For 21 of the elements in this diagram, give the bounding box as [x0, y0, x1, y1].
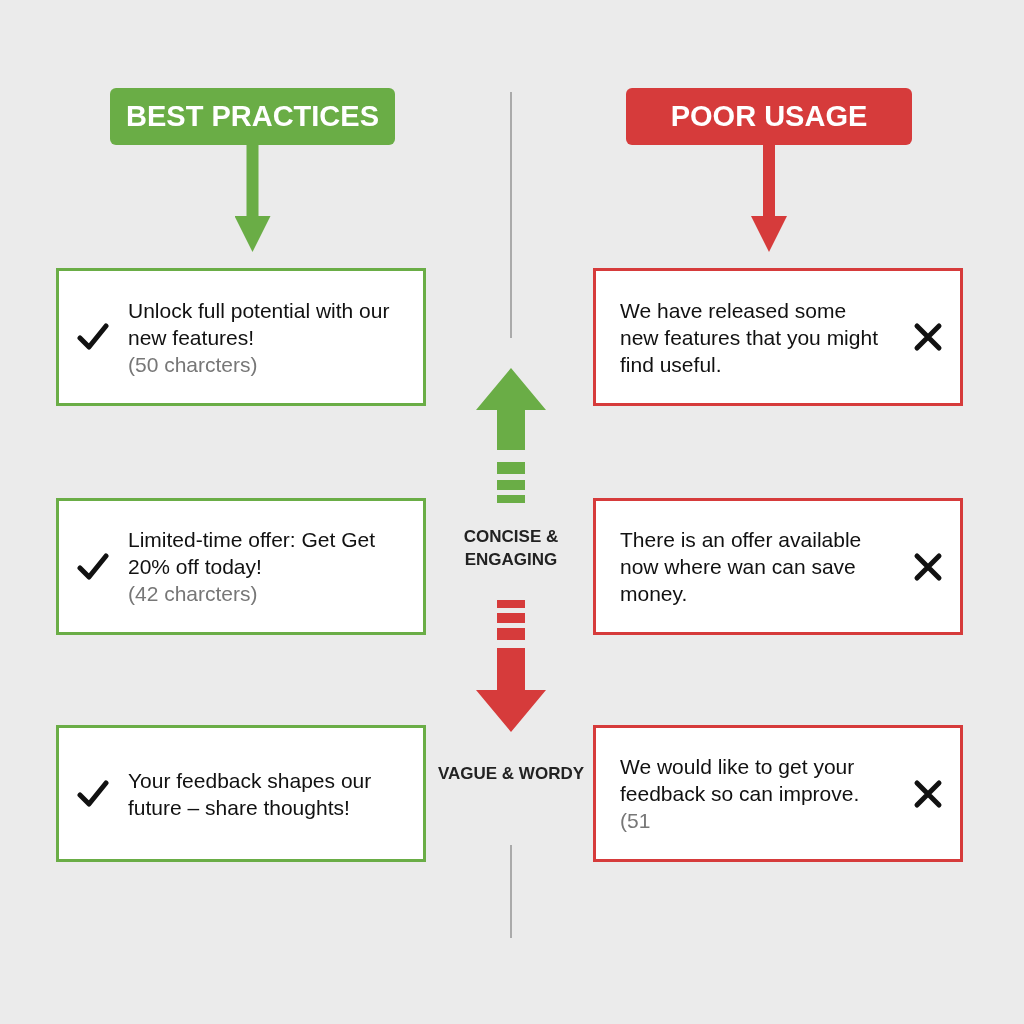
message-card — [593, 725, 963, 862]
message-card — [56, 725, 426, 862]
heading-banner: BEST PRACTICES — [110, 88, 395, 145]
message-card — [593, 498, 963, 635]
message-card — [56, 498, 426, 635]
character-count: (42 charcters) — [128, 581, 259, 607]
arrow — [751, 145, 787, 252]
arrow — [234, 145, 271, 252]
category-label: VAGUE & WORDY — [436, 763, 586, 785]
message-text: Your feedback shapes our future – share thoughts! — [128, 767, 373, 821]
message-text: We would like to get your feedback so can improve. — [620, 754, 861, 807]
message-card — [56, 268, 426, 406]
category-label: CONCISE & ENGAGING — [462, 526, 560, 571]
character-count: (50 charcters) — [128, 351, 259, 378]
message-text: There is an offer available now where wan can save money. — [620, 527, 863, 607]
message-text: Limited-time offer: Get Get 20% off today! — [128, 527, 377, 580]
message-text: Unlock full potential with our new features! — [128, 297, 391, 351]
character-count: (51 — [620, 808, 652, 834]
heading-banner: POOR USAGE — [626, 88, 912, 145]
message-card — [593, 268, 963, 406]
message-text: We have released some new features that you might find useful. — [620, 297, 879, 378]
